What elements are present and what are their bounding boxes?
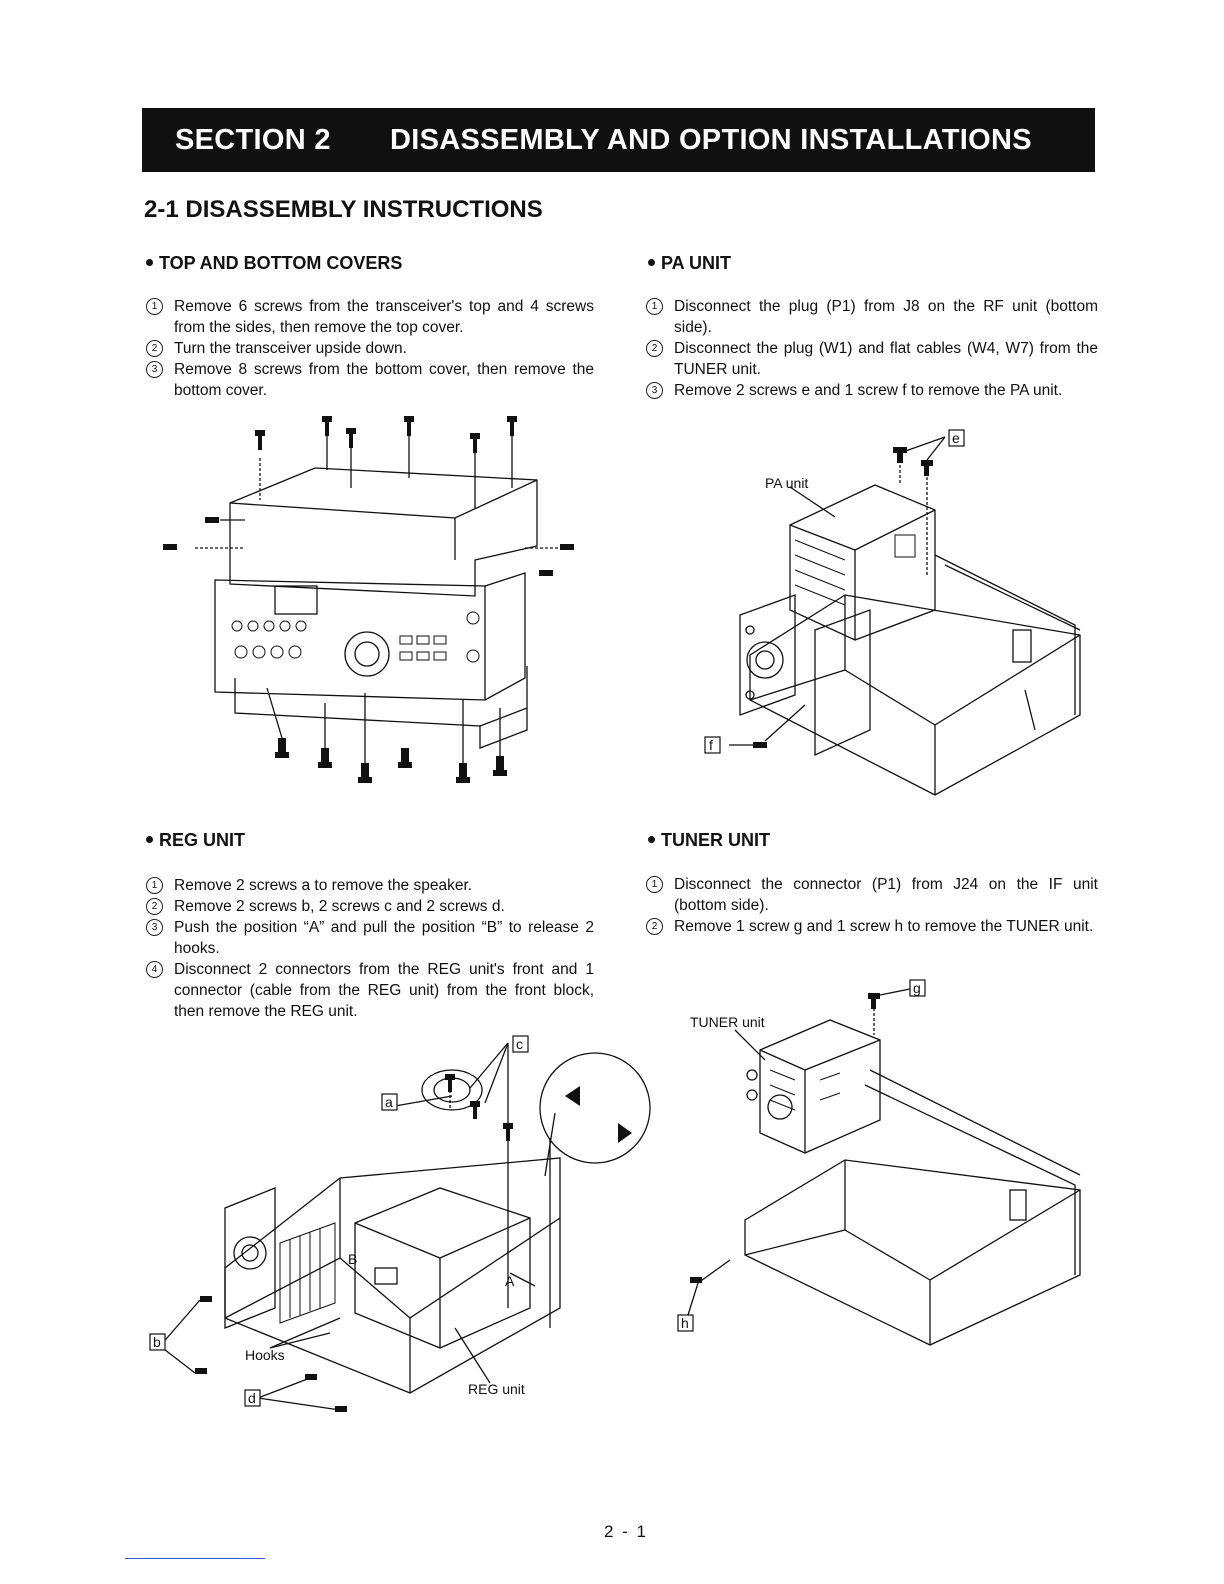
label-position-b: B	[348, 1251, 357, 1267]
section-number: SECTION 2	[175, 124, 331, 156]
bullet-icon	[146, 835, 153, 843]
figure-reg-unit: c a b d Hooks REG unit A B	[149, 1035, 651, 1412]
figure-tuner-screw-h: h	[677, 1259, 731, 1332]
figure-pa-unit: e f PA unit	[704, 429, 1081, 796]
page-heading: 2-1 DISASSEMBLY INSTRUCTIONS	[144, 196, 543, 223]
label-screw-d: d	[248, 1390, 256, 1406]
section-title: DISASSEMBLY AND OPTION INSTALLATIONS	[390, 124, 1032, 156]
label-screw-f: f	[709, 737, 713, 753]
figure-tuner-unit: g TUNER unit	[690, 979, 1081, 1346]
figure-top-bottom-covers	[163, 416, 574, 783]
bullet-icon	[648, 258, 655, 266]
bullet-icon	[146, 258, 153, 266]
label-pa-unit: PA unit	[765, 475, 808, 491]
label-reg-unit: REG unit	[468, 1381, 525, 1397]
heading-pa-unit: PA UNIT	[648, 253, 731, 274]
page-number: 2 - 1	[604, 1522, 649, 1541]
label-screw-g: g	[913, 980, 921, 996]
section-banner: SECTION 2 DISASSEMBLY AND OPTION INSTALL…	[142, 108, 1095, 172]
label-screw-h: h	[681, 1315, 689, 1331]
label-position-a: A	[505, 1273, 515, 1289]
footer-line	[125, 1558, 265, 1559]
heading-reg-unit: REG UNIT	[146, 830, 245, 851]
heading-top-bottom-covers: TOP AND BOTTOM COVERS	[146, 253, 402, 274]
bullet-icon	[648, 835, 655, 843]
label-screw-a: a	[385, 1094, 393, 1110]
label-tuner-unit: TUNER unit	[690, 1014, 765, 1030]
label-hooks: Hooks	[245, 1347, 285, 1363]
label-screw-c: c	[516, 1036, 523, 1052]
label-screw-b: b	[153, 1334, 161, 1350]
heading-tuner-unit: TUNER UNIT	[648, 830, 770, 851]
label-screw-e: e	[952, 430, 960, 446]
